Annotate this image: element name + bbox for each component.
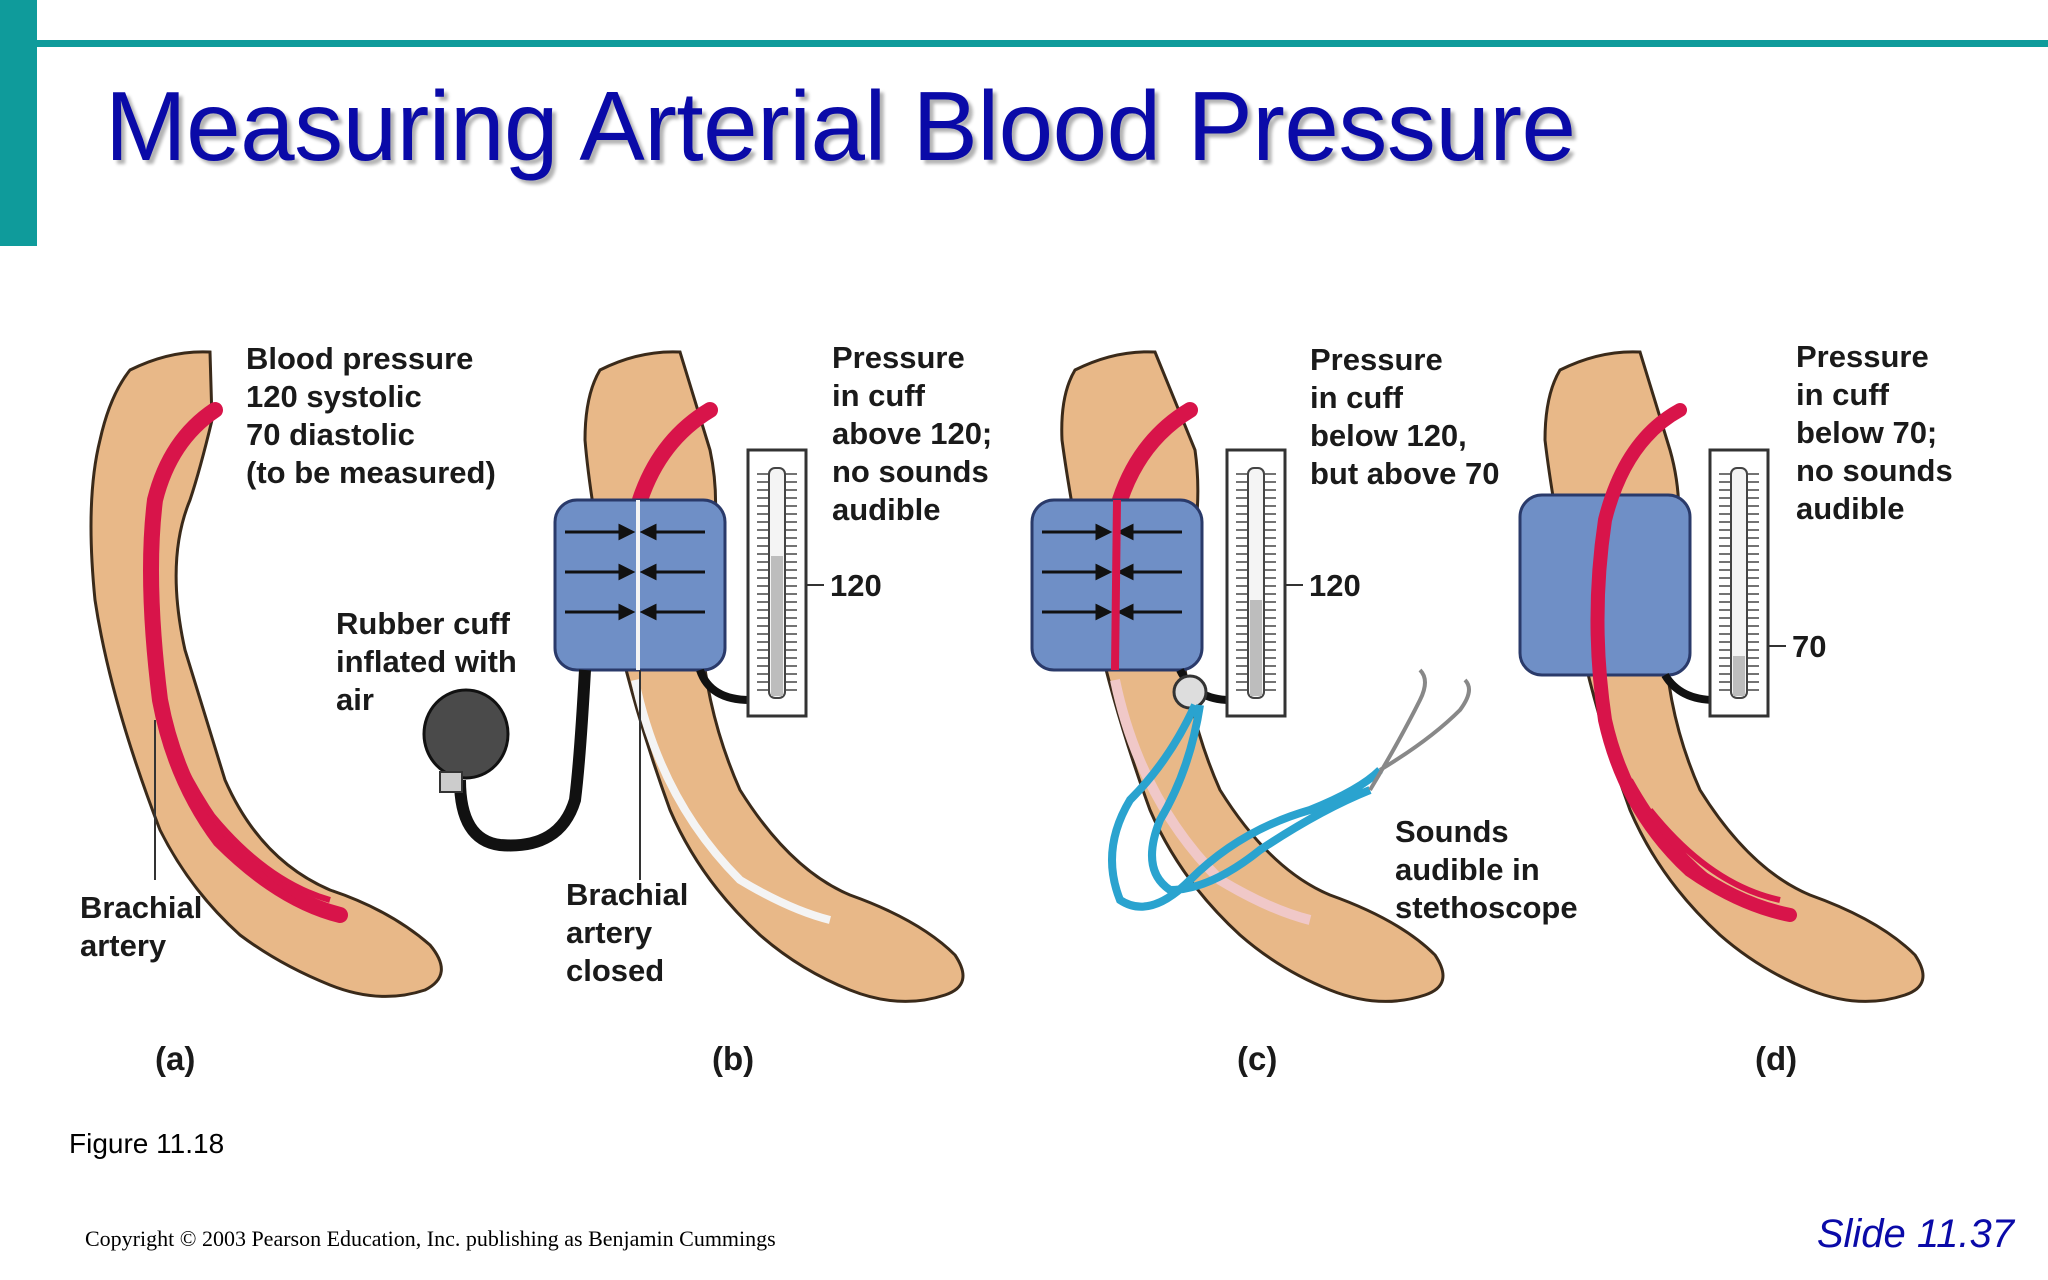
gauge-reading-label: 120 xyxy=(830,568,882,603)
artery-through-cuff-c xyxy=(1111,499,1121,671)
pressure-arrows-b xyxy=(565,523,705,621)
artery-label-b: Brachial artery closed xyxy=(566,877,697,988)
panel-tag-c: (c) xyxy=(1237,1040,1277,1077)
mercury-gauge-b: 120 xyxy=(746,448,882,718)
panel-tag-d: (d) xyxy=(1755,1040,1797,1077)
arm-a xyxy=(89,350,443,998)
inflation-bulb xyxy=(422,688,510,780)
pressure-arrows-c xyxy=(1042,523,1182,621)
bulb-tube-b xyxy=(454,669,591,852)
slide-title: Measuring Arterial Blood Pressure xyxy=(105,71,1576,181)
callout-c: Pressure in cuff below 120, but above 70 xyxy=(1310,342,1500,491)
gauge-reading-label: 120 xyxy=(1309,568,1361,603)
artery-label-a: Brachial artery xyxy=(80,890,211,963)
slide-number: Slide 11.37 xyxy=(1816,1212,2014,1256)
artery-d xyxy=(1590,403,1797,922)
figure-caption: Figure 11.18 xyxy=(69,1128,225,1159)
stethoscope-earpieces xyxy=(1368,668,1471,792)
stethoscope-head xyxy=(1172,674,1208,710)
bulb-valve xyxy=(439,771,463,793)
mercury-column xyxy=(771,556,783,696)
callout-b: Pressure in cuff above 120; no sounds au… xyxy=(832,340,1001,527)
callout-a: Blood pressure 120 systolic 70 diastolic… xyxy=(246,341,496,490)
accent-bar xyxy=(0,0,37,246)
panel-d: Pressure in cuff below 70; no sounds aud… xyxy=(1518,339,1961,1077)
panel-a: Blood pressure 120 systolic 70 diastolic… xyxy=(80,341,496,1077)
mercury-column xyxy=(1733,656,1745,696)
gauge-tube xyxy=(1730,467,1748,699)
mercury-gauge-c: 120 xyxy=(1225,448,1361,718)
gauge-reading-label: 70 xyxy=(1792,629,1826,664)
mercury-column xyxy=(1250,600,1262,696)
cuff-label-b: Rubber cuff inflated with air xyxy=(336,606,525,717)
stethoscope-tube xyxy=(1108,703,1383,911)
callout-d: Pressure in cuff below 70; no sounds aud… xyxy=(1796,339,1961,526)
panel-b: Pressure in cuff above 120; no sounds au… xyxy=(336,340,1001,1077)
sound-label-c: Sounds audible in stethoscope xyxy=(1395,814,1578,925)
gauge-tube-b xyxy=(696,668,751,704)
artery-c xyxy=(1112,402,1198,508)
top-rule xyxy=(37,40,2048,47)
artery-distal-c xyxy=(1110,678,1312,925)
copyright-notice: Copyright © 2003 Pearson Education, Inc.… xyxy=(85,1226,776,1251)
mercury-gauge-d: 70 xyxy=(1708,448,1826,718)
artery-b xyxy=(632,402,718,508)
panel-tag-a: (a) xyxy=(155,1040,195,1077)
panel-tag-b: (b) xyxy=(712,1040,754,1077)
artery-branch-a xyxy=(177,758,331,908)
blood-pressure-figure: Blood pressure 120 systolic 70 diastolic… xyxy=(80,339,1961,1077)
artery-branch-d xyxy=(1627,778,1781,908)
artery-closed-b xyxy=(631,679,831,924)
panel-c: Pressure in cuff below 120, but above 70… xyxy=(1030,342,1578,1077)
